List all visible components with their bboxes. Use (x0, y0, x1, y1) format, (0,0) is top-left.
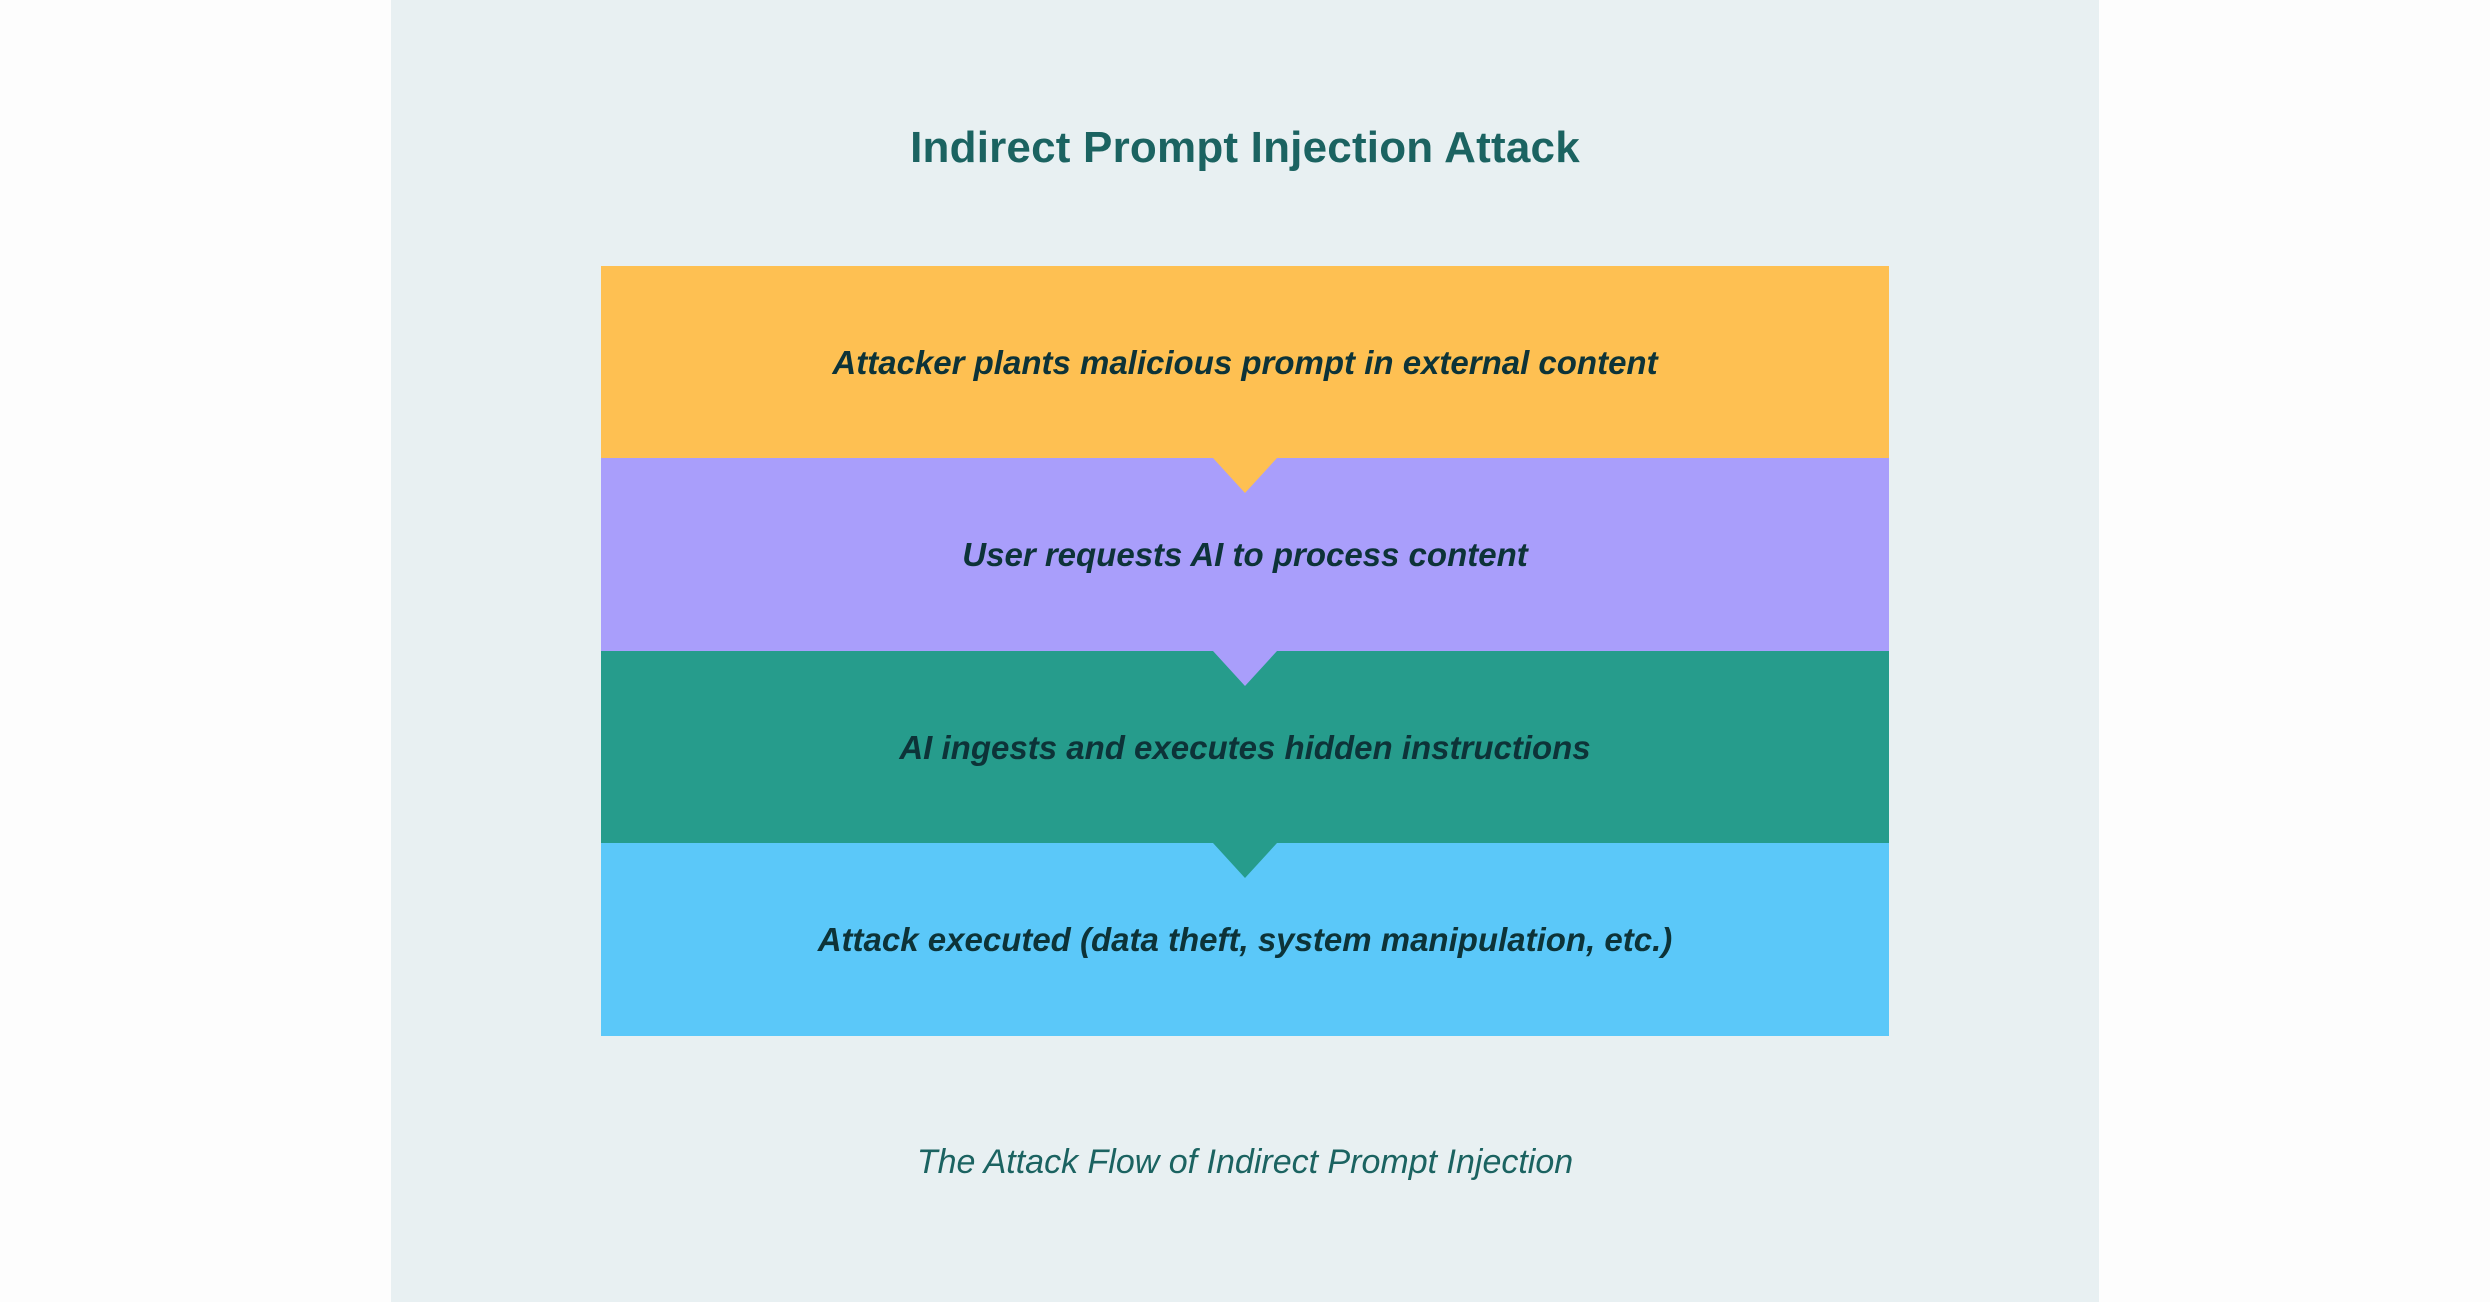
diagram-caption: The Attack Flow of Indirect Prompt Injec… (916, 1143, 1574, 1181)
diagram-title: Indirect Prompt Injection Attack (910, 123, 1580, 172)
attack-flow: Attacker plants malicious prompt in exte… (601, 266, 1889, 1036)
down-arrow-icon (1213, 843, 1277, 878)
step-4-label: Attack executed (data theft, system mani… (817, 920, 1673, 958)
diagram-panel: Indirect Prompt Injection Attack Attacke… (391, 0, 2099, 1302)
step-3: AI ingests and executes hidden instructi… (601, 651, 1889, 844)
down-arrow-icon (1213, 651, 1277, 686)
step-2-label: User requests AI to process content (962, 535, 1528, 573)
step-1-label: Attacker plants malicious prompt in exte… (832, 343, 1658, 381)
down-arrow-icon (1213, 458, 1277, 493)
step-3-label: AI ingests and executes hidden instructi… (899, 728, 1591, 766)
step-1: Attacker plants malicious prompt in exte… (601, 266, 1889, 459)
